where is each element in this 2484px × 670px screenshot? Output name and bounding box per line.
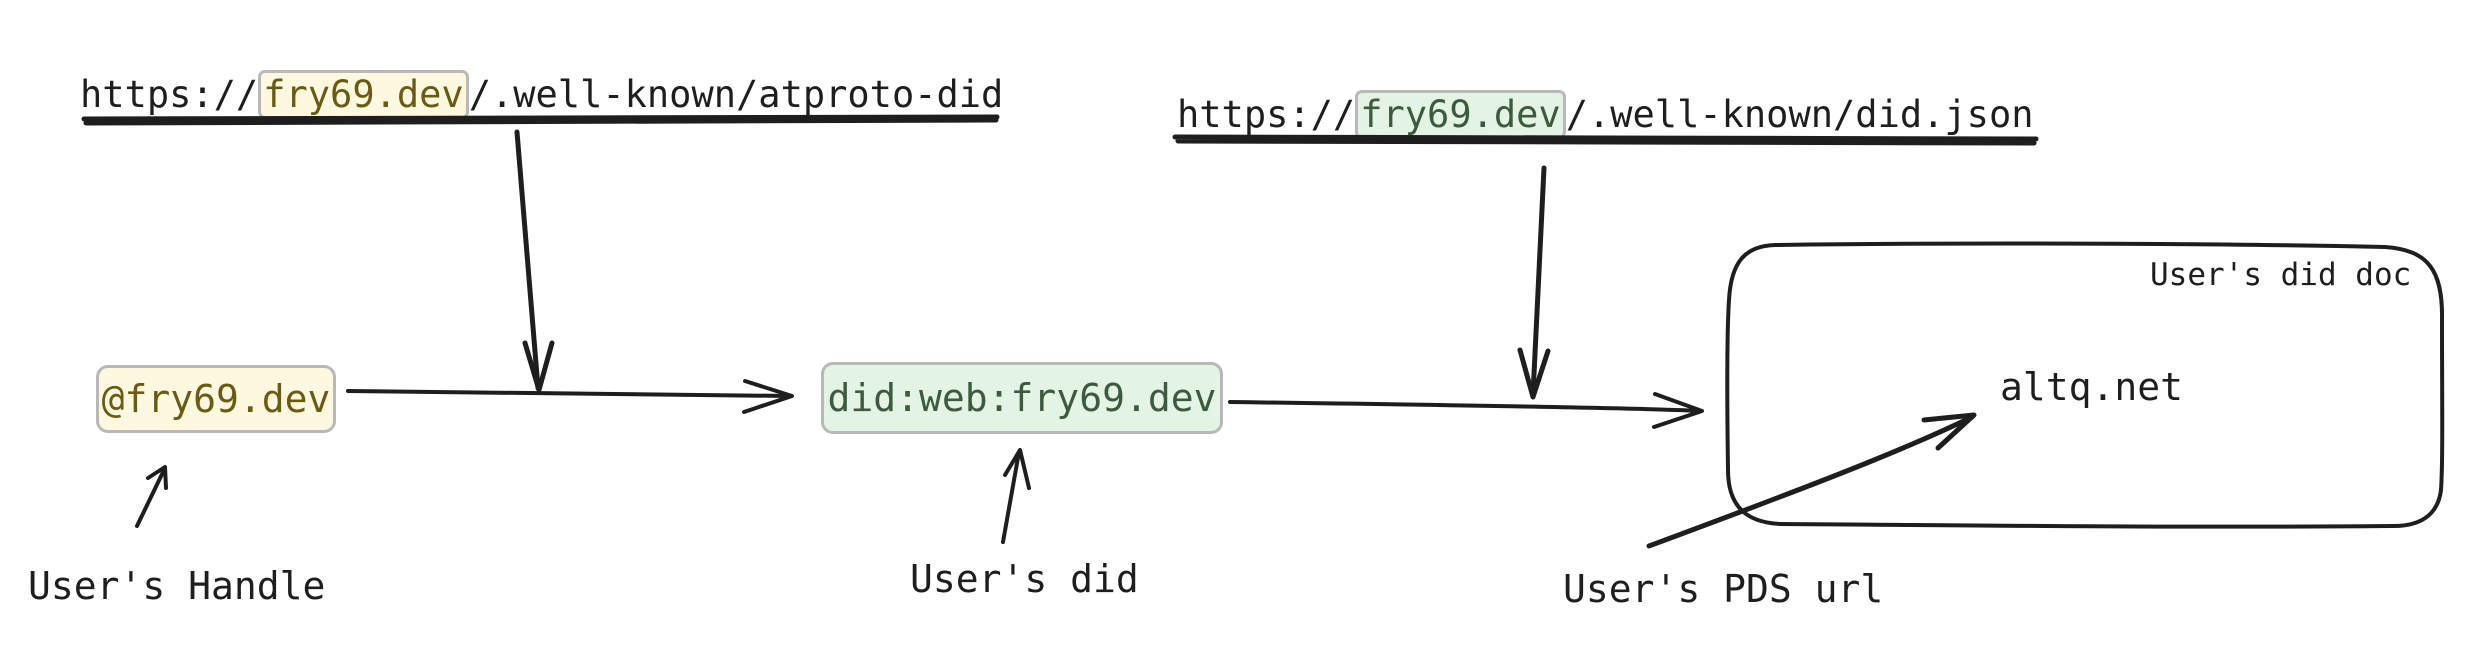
arrowhead-pds-label [1921,412,1977,451]
url-underline-right [1172,134,2039,146]
handle-text: @fry69.dev [101,377,331,421]
pds-value: altq.net [2000,365,2184,409]
did-label: User's did [910,557,1139,601]
handle-box: @fry69.dev [96,365,336,433]
did-text: did:web:fry69.dev [827,376,1217,420]
atproto-did-url: https://fry69.dev/.well-known/atproto-di… [80,70,1004,119]
arrowhead-handle-label [146,465,168,490]
url-suffix: /.well-known/atproto-did [468,73,1004,116]
did-box: did:web:fry69.dev [821,362,1223,434]
arrowhead-did-label [1003,448,1031,490]
arrow-pds-label [1646,414,1975,549]
url-suffix: /.well-known/did.json [1565,93,2034,136]
url-domain-highlight: fry69.dev [1355,90,1566,139]
did-json-url: https://fry69.dev/.well-known/did.json [1177,90,2034,139]
url-domain-highlight: fry69.dev [258,70,469,119]
arrowhead-handle-to-did [742,379,794,414]
arrow-handle-label [135,468,166,528]
arrowhead-didjson-down [1517,347,1551,400]
arrowhead-atproto-down [522,340,555,393]
handle-label: User's Handle [28,564,326,608]
did-doc-box [1725,241,2445,529]
arrow-did-to-doc [1228,400,1702,413]
arrow-didjson-down [1530,165,1547,398]
arrow-handle-to-did [346,389,792,398]
did-doc-title: User's did doc [2150,257,2412,293]
url-underline-left [81,114,1000,126]
arrow-did-label [1001,450,1021,544]
url-prefix: https:// [1177,93,1356,136]
pds-url-label: User's PDS url [1563,567,1884,611]
arrow-atproto-down [514,129,541,391]
arrowhead-did-to-doc [1652,392,1704,429]
url-prefix: https:// [80,73,259,116]
